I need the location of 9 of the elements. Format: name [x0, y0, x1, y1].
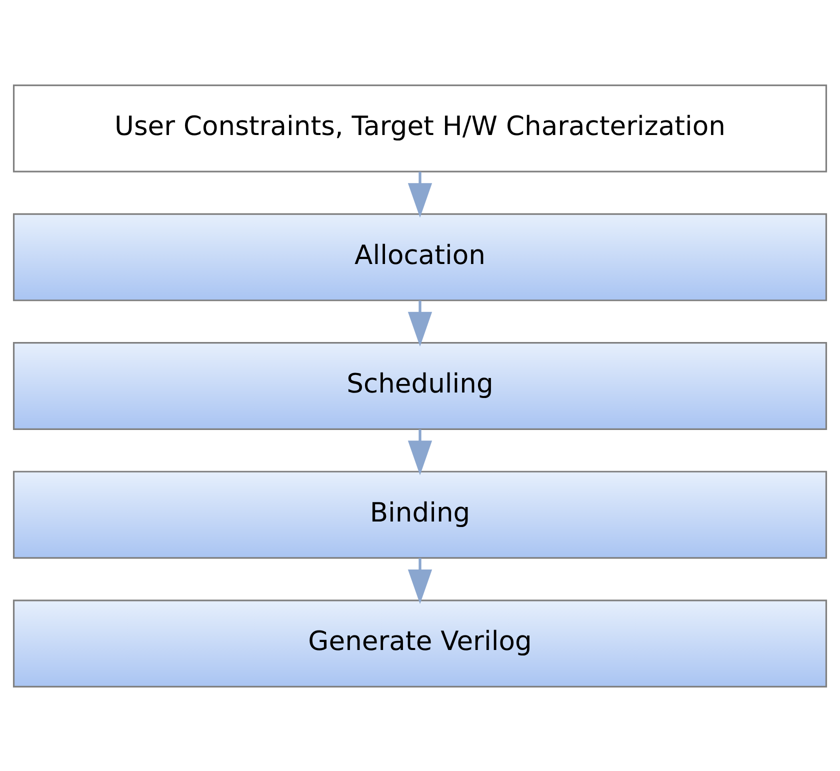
node-box: Allocation	[12, 212, 828, 301]
arrow	[408, 558, 432, 604]
arrow	[408, 428, 432, 475]
node-box: Scheduling	[12, 342, 828, 430]
arrow	[408, 171, 432, 218]
node-box: User Constraints, Target H/W Characterization	[12, 84, 828, 172]
node-box: Generate Verilog	[12, 599, 828, 687]
node-box: Binding	[12, 470, 828, 558]
arrow	[408, 300, 432, 346]
